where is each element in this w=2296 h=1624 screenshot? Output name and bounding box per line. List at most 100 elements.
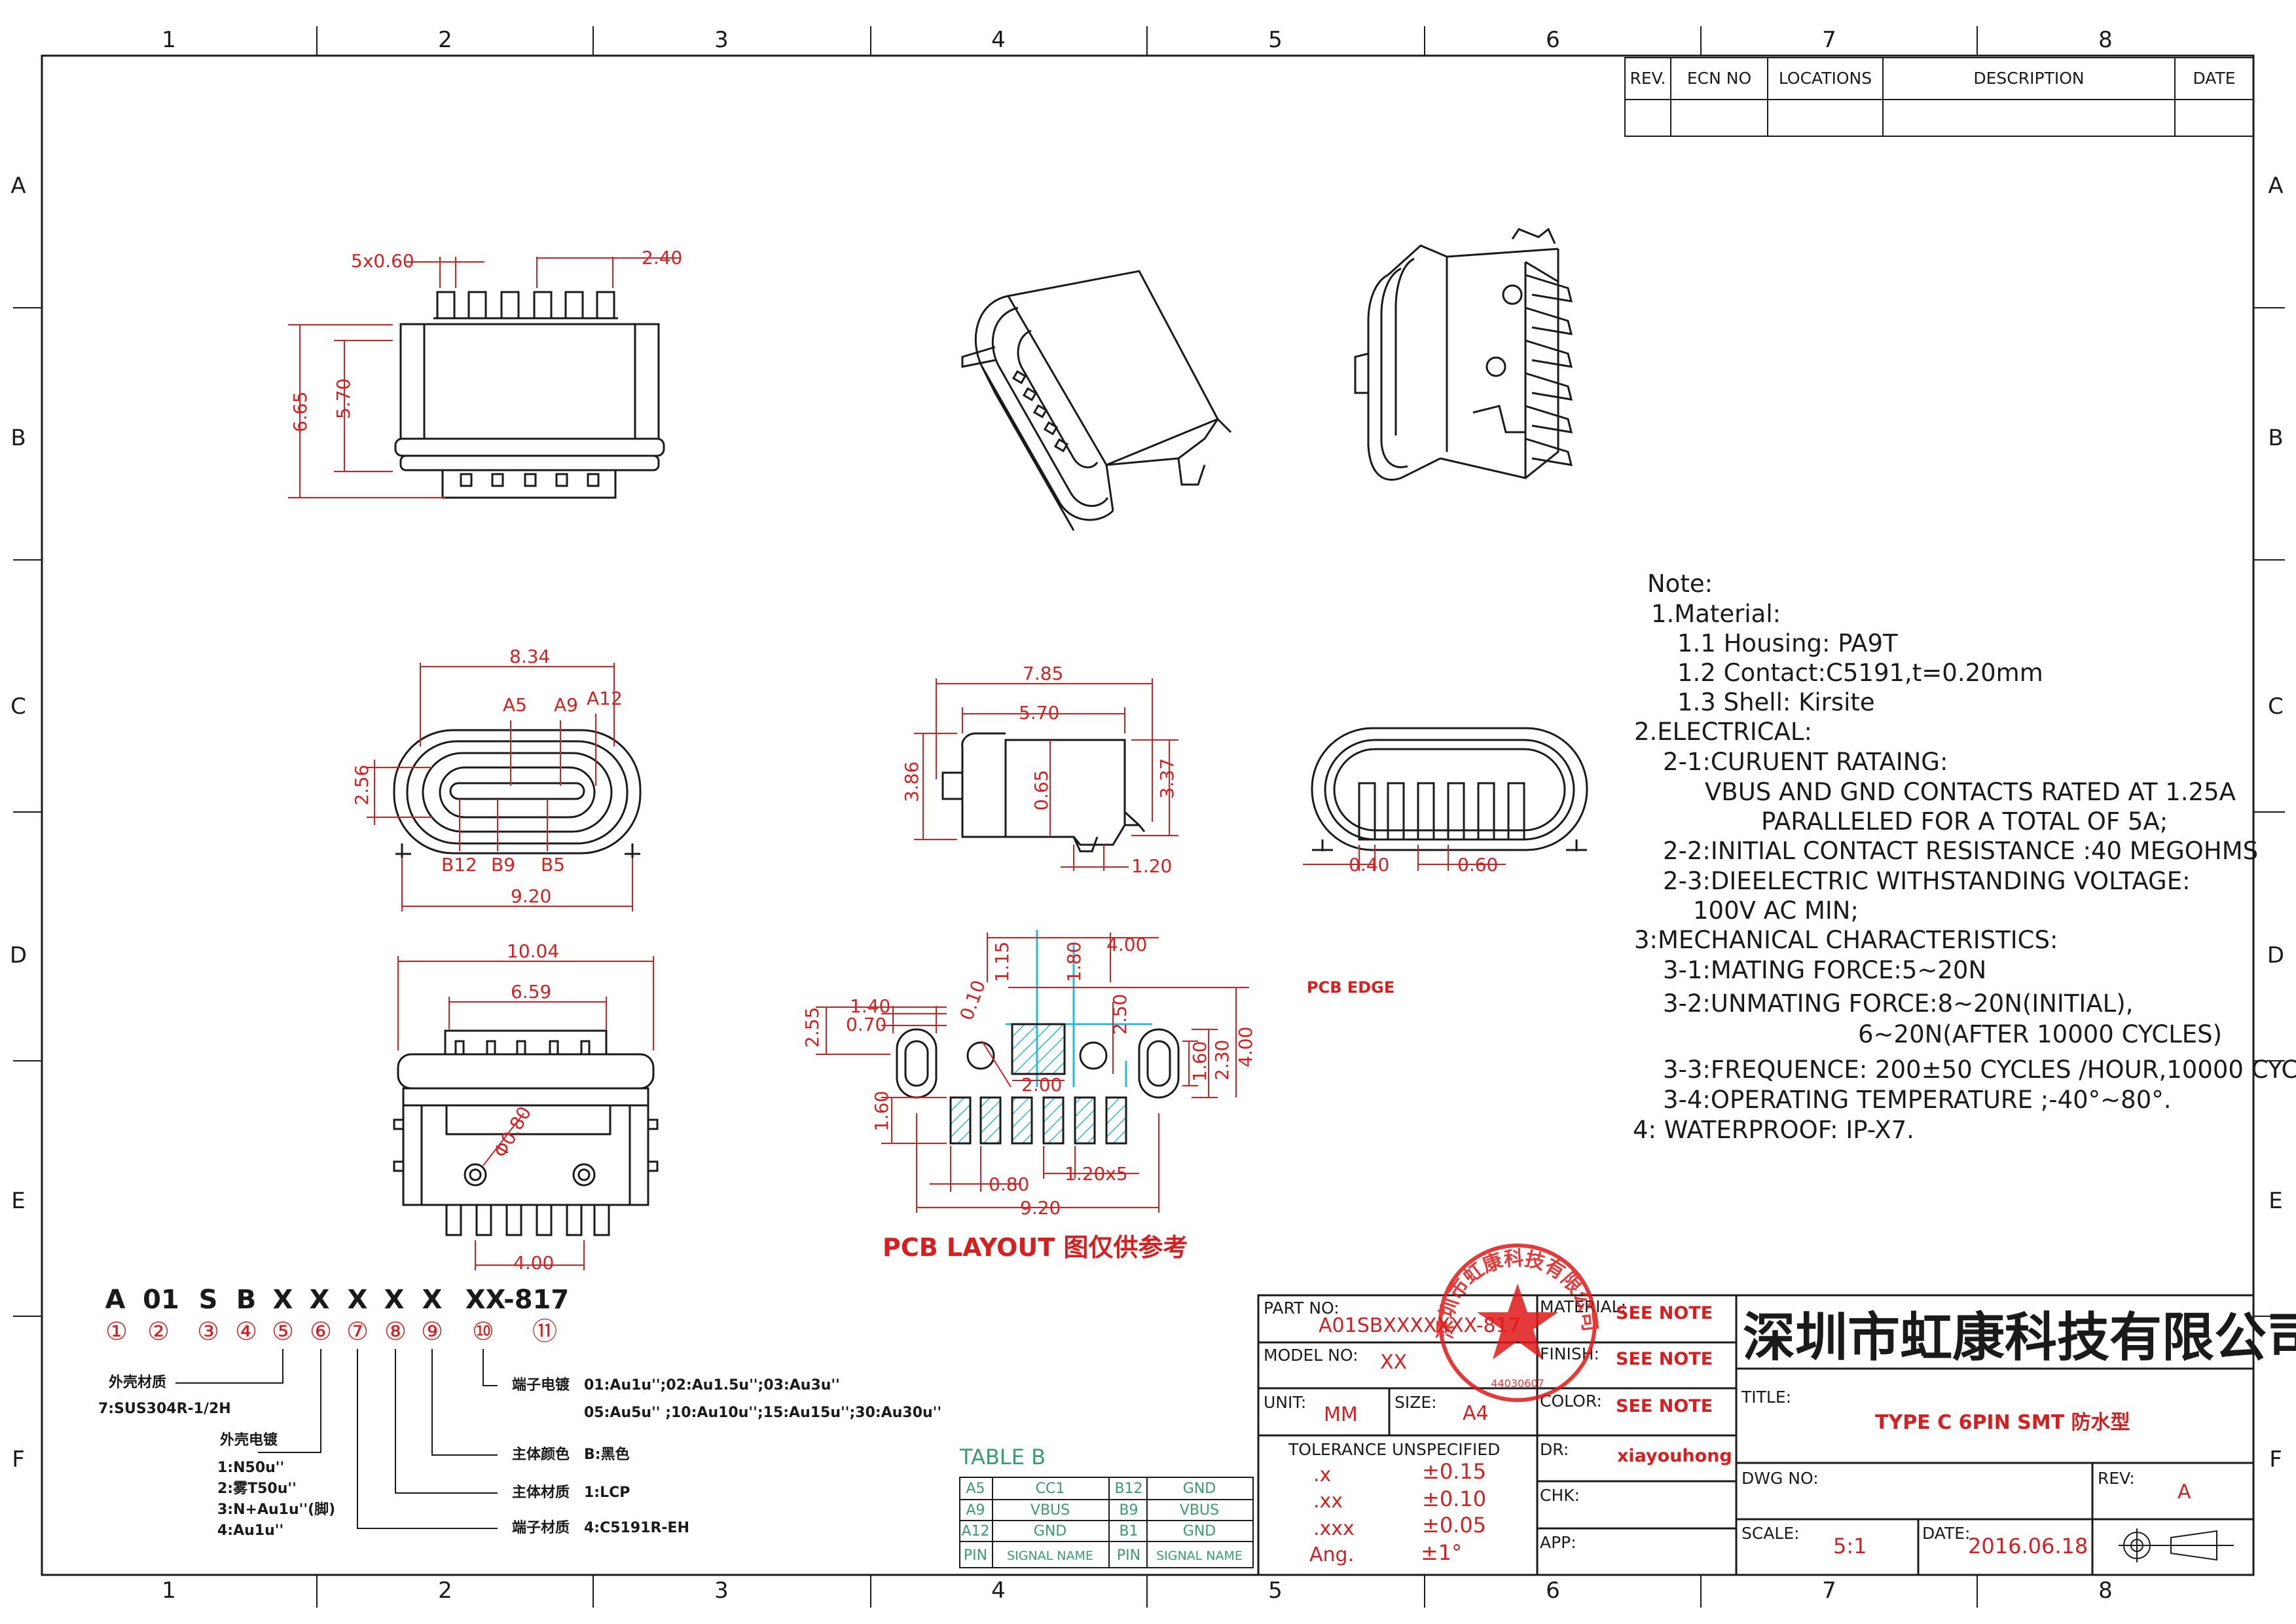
tolerance-key: .xx [1313,1490,1343,1513]
dim-pcb-010: 0.10 [956,978,990,1024]
dim-post-diameter: Φ0.80 [489,1103,536,1162]
code-index: ③ [197,1317,219,1346]
table-b-cell: GND [1183,1523,1216,1540]
table-b-header: PIN [964,1547,987,1564]
dim-pcb-250: 2.50 [1109,994,1131,1035]
code-index: ⑧ [384,1317,407,1346]
side-view-drawing [941,732,1146,853]
note-line: 3-1:MATING FORCE:5~20N [1663,956,1986,984]
rev-label: REV: [2098,1469,2135,1488]
tolerance-value: ±1° [1421,1540,1462,1565]
note-line: 1.1 Housing: PA9T [1677,629,1898,657]
drawn-by-value: xiayouhong [1617,1446,1732,1466]
pin-label: A9 [554,694,578,716]
note-line: 2-3:DIEELECTRIC WITHSTANDING VOLTAGE: [1663,867,2191,895]
row-label-right: C [2268,693,2284,720]
dim-pcb-070: 0.70 [846,1014,886,1035]
dim-pcb-180: 1.80 [1063,942,1085,982]
body-material-label: 主体材质 [512,1485,570,1501]
description-header: DESCRIPTION [1973,69,2084,88]
dim-pcb-400-vertical: 4.00 [1235,1027,1256,1067]
row-label-right: E [2269,1188,2282,1214]
note-line: 3-2:UNMATING FORCE:8~20N(INITIAL), [1663,989,2133,1018]
code-index: ① [105,1317,128,1346]
col-label-top: 4 [991,27,1006,53]
pin-label: B12 [441,854,477,876]
pcb-layout-dims [816,932,1249,1213]
row-label-right: A [2268,173,2283,199]
note-line: 3-4:OPERATING TEMPERATURE ;-40°~80°. [1663,1086,2172,1114]
finish-value: SEE NOTE [1616,1349,1713,1369]
dim-side-foot: 1.20 [1131,855,1172,877]
row-label-right: B [2268,425,2283,451]
code-segment: X [384,1285,405,1315]
table-b: TABLE B A5 CC1 B12 GND A9 VBUS B9 VBUS A… [959,1445,1254,1568]
dim-pcb-115: 1.15 [991,942,1013,982]
tolerance-key: .xxx [1313,1517,1355,1540]
dim-post-spacing: 4.00 [513,1252,554,1274]
checked-label: CHK: [1540,1486,1580,1505]
isometric-view-rear [1354,227,1573,481]
shell-material-value: 7:SUS304R-1/2H [98,1401,231,1417]
code-segment: X [273,1285,293,1315]
note-line: 1.2 Contact:C5191,t=0.20mm [1677,659,2043,687]
code-segment: A [105,1285,126,1315]
pcb-layout-caption: PCB LAYOUT 图仅供参考 [883,1233,1188,1262]
note-line: VBUS AND GND CONTACTS RATED AT 1.25A [1705,778,2236,806]
tolerance-value: ±0.05 [1422,1513,1486,1538]
title-label: TITLE: [1741,1388,1791,1407]
col-label-bottom: 4 [991,1578,1006,1604]
row-label-left: A [10,173,26,199]
dim-pcb-920: 9.20 [1020,1197,1061,1219]
rear-view-dims [1303,845,1506,871]
grid-labels: 1 2 3 4 5 6 7 8 1 2 3 4 5 6 7 8 A B C D … [10,27,2284,1604]
table-b-cell: CC1 [1036,1481,1065,1497]
col-label-bottom: 8 [2098,1578,2113,1604]
code-index: ⑤ [272,1317,294,1346]
part-code-leaders [175,1349,498,1529]
col-label-top: 5 [1268,27,1283,53]
col-label-top: 6 [1546,27,1560,53]
terminal-plating-value: 01:Au1u'';02:Au1.5u'';03:Au3u'' [584,1377,840,1393]
shell-plating-value: 3:N+Au1u''(脚) [217,1502,335,1518]
isometric-view-front [961,270,1232,531]
dim-front-height: 2.56 [351,765,373,805]
note-line: 2-2:INITIAL CONTACT RESISTANCE :40 MEGOH… [1663,837,2258,865]
pcb-edge-label: PCB EDGE [1307,978,1394,997]
dim-pcb-pitch-top: 4.00 [1106,934,1147,955]
dim-pcb-120x5: 1.20x5 [1065,1163,1128,1185]
dim-side-body: 5.70 [1019,702,1059,724]
part-code-circles: ① ② ③ ④ ⑤ ⑥ ⑦ ⑧ ⑨ ⑩ ⑪ [105,1317,557,1346]
terminal-plating-label: 端子电镀 [512,1376,570,1393]
model-no-label: MODEL NO: [1264,1346,1358,1365]
col-label-bottom: 5 [1268,1578,1283,1604]
bottom-view-drawing [393,1029,659,1236]
tolerance-value: ±0.10 [1422,1486,1486,1511]
pin-label: B5 [541,854,565,876]
date-label: DATE: [1922,1524,1970,1543]
table-b-cell: VBUS [1030,1502,1070,1519]
row-label-right: D [2267,942,2284,969]
bottom-view-dim-labels: 10.04 6.59 Φ0.80 4.00 [489,940,559,1274]
dim-rear-pin-width: 0.40 [1349,854,1389,876]
dim-pin-pitch: 5x0.60 [351,250,414,272]
row-label-left: C [10,693,26,720]
tolerance-key: .x [1313,1464,1331,1486]
part-code-letters: A 01 S B X X X X X XX-817 [105,1285,570,1315]
size-label: SIZE: [1394,1393,1437,1412]
table-b-cell: GND [1183,1481,1216,1497]
code-index: ⑨ [421,1317,443,1346]
note-line: 1.3 Shell: Kirsite [1677,688,1875,716]
table-b-cell: B9 [1119,1502,1138,1519]
dim-side-body-height: 3.37 [1156,758,1178,799]
side-view-dim-labels: 7.85 5.70 3.86 0.65 3.37 1.20 [901,663,1178,877]
col-label-bottom: 7 [1822,1578,1836,1604]
code-segment: S [199,1285,218,1315]
code-index: ⑦ [346,1317,369,1346]
unit-value: MM [1324,1403,1358,1426]
dim-body-height: 5.70 [333,378,354,419]
note-line: 1.Material: [1651,600,1781,628]
code-index: ⑪ [532,1317,557,1346]
dim-pin-span: 2.40 [642,247,682,268]
rev-value: A [2178,1481,2191,1504]
